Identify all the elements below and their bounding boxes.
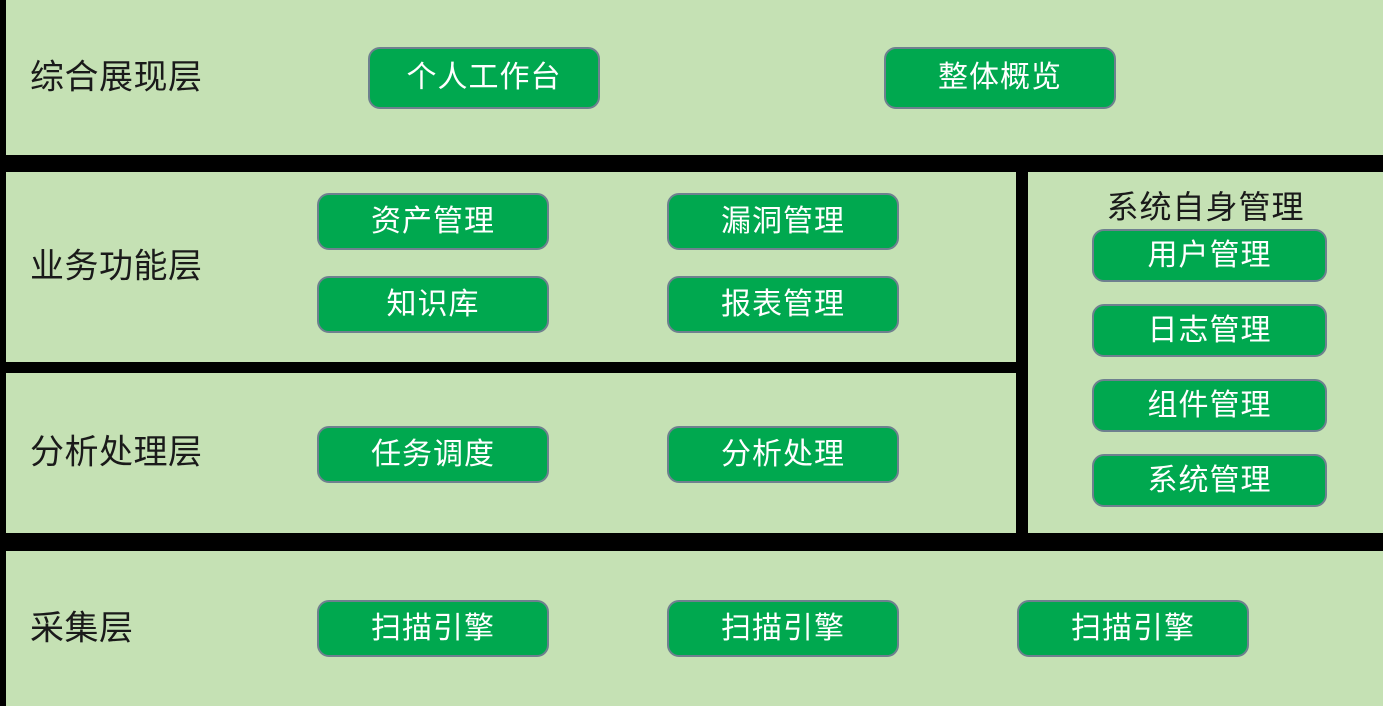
node-scan-engine-3[interactable]: 扫描引擎 bbox=[1017, 600, 1249, 657]
node-task-scheduling[interactable]: 任务调度 bbox=[317, 426, 549, 483]
node-system-management[interactable]: 系统管理 bbox=[1092, 454, 1327, 507]
panel-system-self-management: 系统自身管理 用户管理 日志管理 组件管理 系统管理 bbox=[1028, 172, 1383, 533]
node-component-management[interactable]: 组件管理 bbox=[1092, 379, 1327, 432]
layer-collection: 采集层 扫描引擎 扫描引擎 扫描引擎 bbox=[6, 551, 1383, 706]
node-report-management[interactable]: 报表管理 bbox=[667, 276, 899, 333]
layer-business-function: 业务功能层 资产管理 漏洞管理 知识库 报表管理 bbox=[6, 172, 1016, 362]
node-vulnerability-management[interactable]: 漏洞管理 bbox=[667, 193, 899, 250]
panel-system-self-management-title: 系统自身管理 bbox=[1106, 188, 1305, 226]
layer-presentation-label: 综合展现层 bbox=[30, 56, 203, 97]
node-log-management[interactable]: 日志管理 bbox=[1092, 304, 1327, 357]
node-personal-workbench[interactable]: 个人工作台 bbox=[368, 47, 600, 109]
layer-business-function-label: 业务功能层 bbox=[30, 246, 203, 287]
node-user-management[interactable]: 用户管理 bbox=[1092, 229, 1327, 282]
node-scan-engine-1[interactable]: 扫描引擎 bbox=[317, 600, 549, 657]
layer-analysis-processing: 分析处理层 任务调度 分析处理 bbox=[6, 373, 1016, 533]
layer-presentation: 综合展现层 个人工作台 整体概览 bbox=[6, 0, 1383, 155]
node-overall-overview[interactable]: 整体概览 bbox=[884, 47, 1116, 109]
node-scan-engine-2[interactable]: 扫描引擎 bbox=[667, 600, 899, 657]
layer-collection-label: 采集层 bbox=[30, 607, 134, 648]
node-analysis-processing[interactable]: 分析处理 bbox=[667, 426, 899, 483]
node-asset-management[interactable]: 资产管理 bbox=[317, 193, 549, 250]
node-knowledge-base[interactable]: 知识库 bbox=[317, 276, 549, 333]
layer-analysis-processing-label: 分析处理层 bbox=[30, 432, 203, 473]
